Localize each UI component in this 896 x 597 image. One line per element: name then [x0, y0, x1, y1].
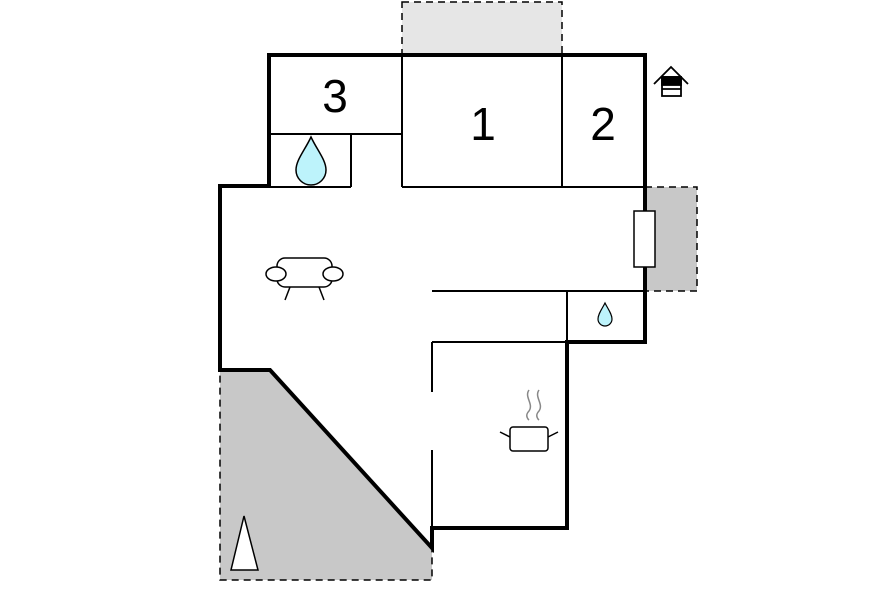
interior-walls	[269, 55, 645, 528]
room-label-1: 1	[470, 98, 496, 150]
room-label-2: 2	[590, 98, 616, 150]
water-drop-icon	[295, 135, 327, 186]
sofa-icon	[265, 257, 344, 301]
house-entrance-icon	[653, 65, 689, 97]
window-element	[633, 210, 656, 268]
outer-walls	[218, 53, 647, 554]
outdoor-area-top	[401, 1, 563, 56]
room-label-3: 3	[322, 70, 348, 122]
small-water-drop-icon	[597, 301, 613, 327]
cooking-pot-icon	[499, 389, 559, 452]
tent-icon	[230, 515, 259, 571]
